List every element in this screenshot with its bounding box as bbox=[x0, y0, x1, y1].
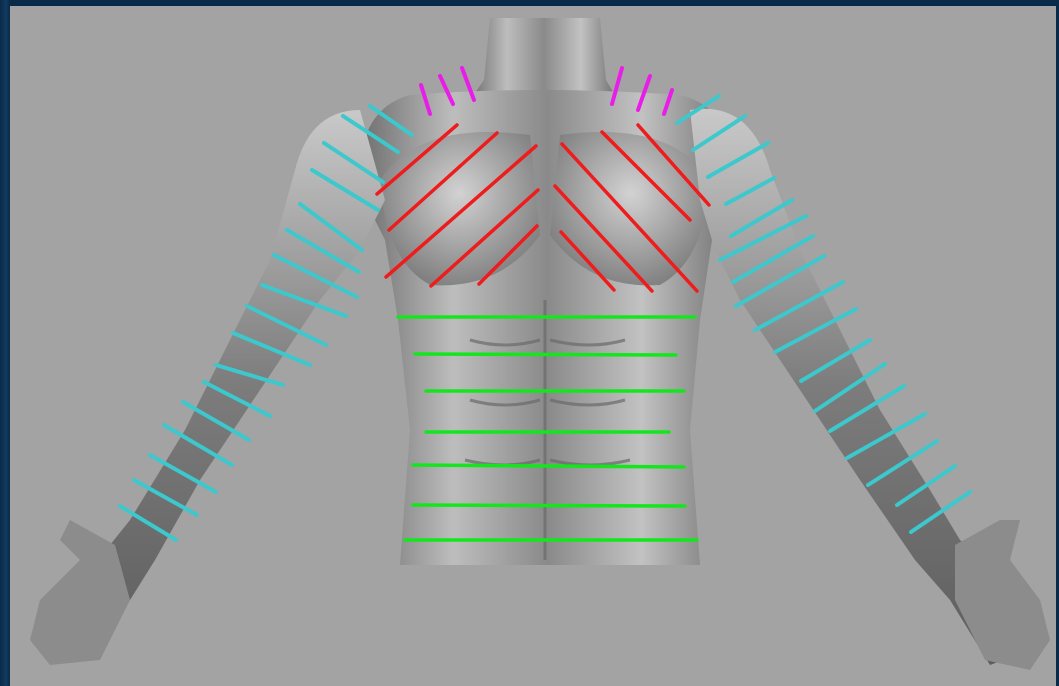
body-model bbox=[30, 18, 1050, 670]
abs-line-6 bbox=[413, 505, 685, 506]
neck bbox=[470, 18, 618, 100]
abs-line-5 bbox=[413, 465, 684, 467]
right-hand bbox=[955, 520, 1050, 670]
abs-line-2 bbox=[415, 354, 676, 355]
